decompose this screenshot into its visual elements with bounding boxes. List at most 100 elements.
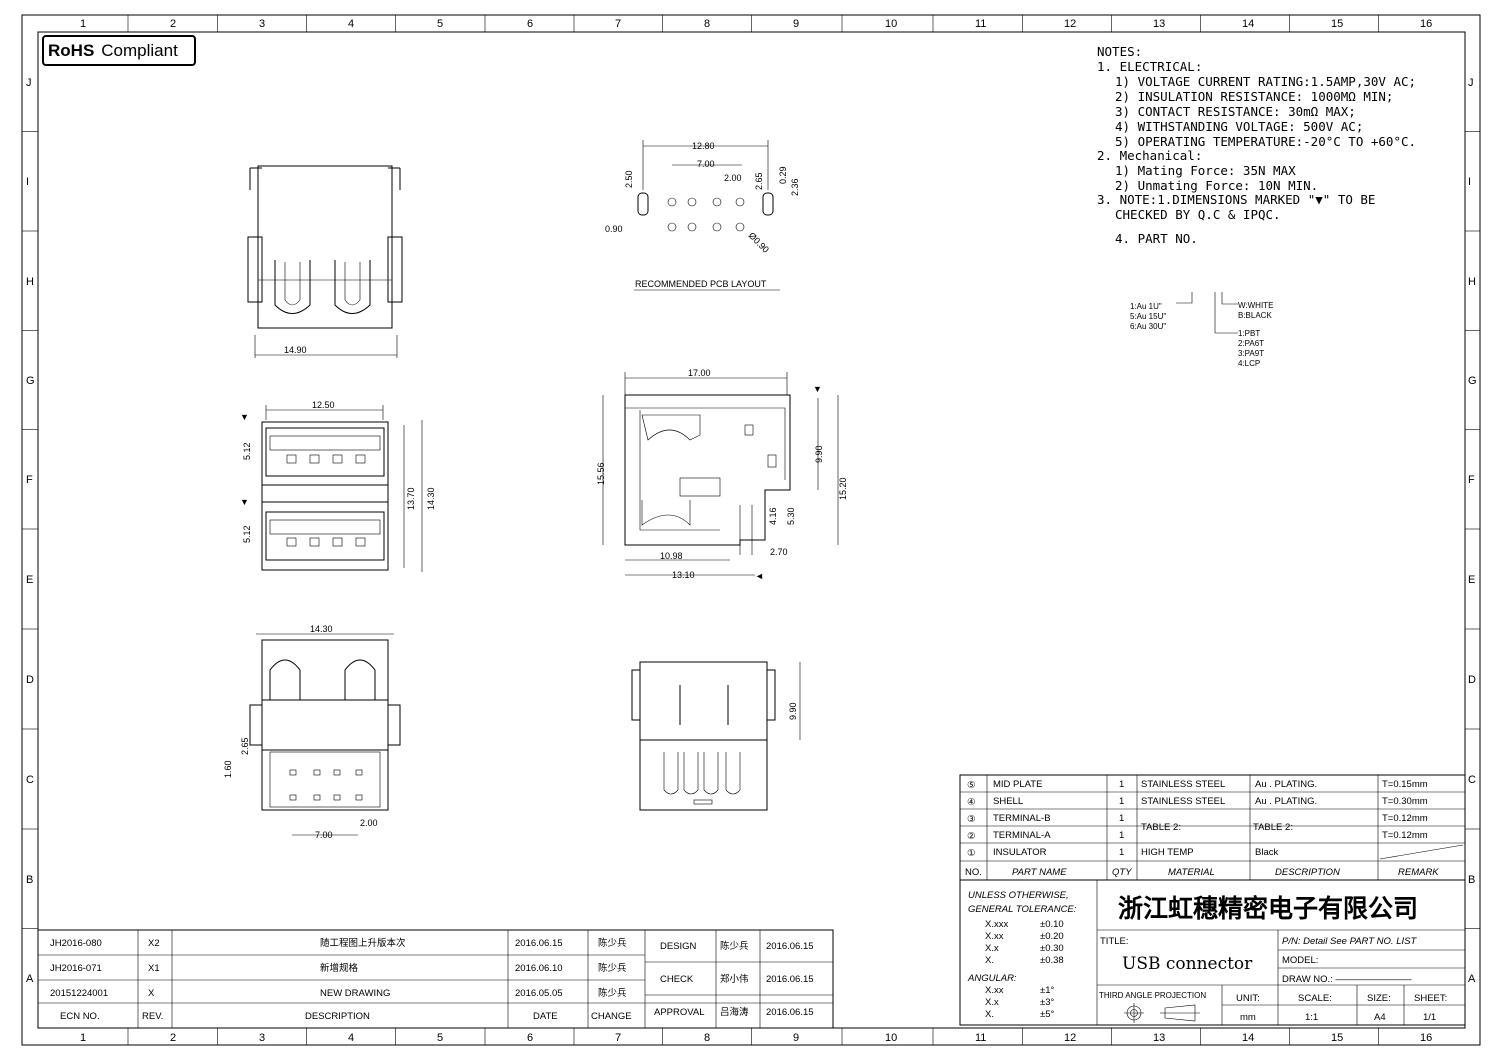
tolerance-value: ±0.38 <box>1040 955 1064 966</box>
part-number: P/N: Detail See PART NO. LIST <box>1282 936 1417 947</box>
tolerance-line2: GENERAL TOLERANCE: <box>968 904 1077 915</box>
terminal-lead <box>683 752 699 795</box>
grid-column-label: 6 <box>527 1032 533 1044</box>
dim-side-r3: 4.16 <box>768 507 778 525</box>
grid-row-label: I <box>1468 176 1471 188</box>
contact-pin <box>286 454 297 464</box>
bom-description: Black <box>1255 847 1278 858</box>
pcb-layout: 12.80 7.00 2.00 2.50 2.65 0.29 2.36 0.90… <box>605 140 800 291</box>
rev-header-ecn: ECN NO. <box>60 1011 100 1022</box>
angular-value: ±5° <box>1040 1009 1054 1020</box>
bom-qty: 1 <box>1119 847 1124 858</box>
grid-row-label: H <box>26 276 34 288</box>
note-1: 1. ELECTRICAL: <box>1097 59 1202 74</box>
grid-row-label: D <box>1468 674 1476 686</box>
contact-pin <box>355 769 363 776</box>
grid-marks: 1122334455667788991010111112121313141415… <box>22 15 1480 1045</box>
contact-pin <box>355 537 366 547</box>
note-3b: CHECKED BY Q.C & IPQC. <box>1115 207 1281 222</box>
dim-bottom-width: 14.30 <box>310 624 333 634</box>
terminal-lead <box>725 752 741 795</box>
compliant-label: Compliant <box>101 40 178 60</box>
grid-row-label: A <box>26 973 34 985</box>
bom-material: STAINLESS STEEL <box>1141 779 1225 790</box>
grid-column-label: 10 <box>885 18 897 30</box>
bom-header-material: MATERIAL <box>1168 867 1215 878</box>
rohs-label: RoHS <box>48 40 95 60</box>
grid-row-label: I <box>26 176 29 188</box>
contact-pin <box>286 537 297 547</box>
rev-header-rev: REV. <box>142 1011 163 1022</box>
dim-pcb-hole: Ø0.90 <box>747 230 771 254</box>
grid-column-label: 7 <box>615 1032 621 1044</box>
pcb-hole <box>735 222 745 232</box>
material-pa6t: 2:PA6T <box>1238 339 1264 348</box>
dim-side-r4: 5.30 <box>786 507 796 525</box>
bom-qty: 1 <box>1119 796 1124 807</box>
bom-item-number: ⑤ <box>967 780 976 791</box>
approval-role: CHECK <box>660 974 694 985</box>
dim-side-b1: 10.98 <box>660 551 683 561</box>
dim-pcb-d: 0.90 <box>605 224 623 234</box>
grid-column-label: 12 <box>1064 1032 1076 1044</box>
grid-column-label: 16 <box>1420 1032 1432 1044</box>
grid-column-label: 5 <box>437 18 443 30</box>
grid-row-label: J <box>26 77 32 89</box>
dim-port2: 5.12 <box>242 525 252 543</box>
grid-column-label: 10 <box>885 1032 897 1044</box>
tolerance-format: X.xx <box>985 931 1004 942</box>
grid-column-label: 4 <box>348 1032 354 1044</box>
draw-no: DRAW NO.: ———————— <box>1282 974 1412 985</box>
check-mark-triangle: ▼ <box>813 384 822 394</box>
bottom-view: 14.30 2.65 1.60 2.00 7.00 <box>223 624 401 840</box>
grid-column-label: 2 <box>170 1032 176 1044</box>
unit-label: UNIT: <box>1236 993 1260 1004</box>
note-1-1: 1) VOLTAGE CURRENT RATING:1.5AMP,30V AC; <box>1115 74 1416 89</box>
bom-header-remark: REMARK <box>1398 867 1439 878</box>
angular-format: X. <box>985 1009 994 1020</box>
grid-column-label: 1 <box>80 18 86 30</box>
drawing-title: USB connector <box>1122 954 1253 974</box>
dim-side-r1: 9.90 <box>814 445 824 463</box>
bom-part-name: TERMINAL-B <box>993 813 1051 824</box>
bom-part-name: TERMINAL-A <box>993 830 1051 841</box>
empty-cell-slash <box>1379 844 1464 860</box>
grid-column-label: 14 <box>1242 1032 1254 1044</box>
grid-row-label: E <box>1468 574 1475 586</box>
grid-column-label: 9 <box>793 18 799 30</box>
bom-part-name: MID PLATE <box>993 779 1042 790</box>
bom-material: TABLE 2: <box>1141 822 1181 833</box>
approval-date: 2016.06.15 <box>766 941 814 952</box>
notes: NOTES: 1. ELECTRICAL: 1) VOLTAGE CURRENT… <box>1097 44 1416 246</box>
bom-description: TABLE 2: <box>1253 822 1293 833</box>
tolerance-format: X. <box>985 955 994 966</box>
contact-pin <box>313 794 321 801</box>
bom-header-name: PART NAME <box>1012 867 1067 878</box>
note-1-2: 2) INSULATION RESISTANCE: 1000MΩ MIN; <box>1115 89 1393 104</box>
dim-bottom-pitch: 7.00 <box>315 830 333 840</box>
grid-column-label: 15 <box>1331 18 1343 30</box>
approval-name: 郑小伟 <box>720 973 749 985</box>
size-value: A4 <box>1374 1012 1386 1023</box>
outer-frame <box>21 14 1481 1046</box>
bom-header-description: DESCRIPTION <box>1275 867 1340 878</box>
grid-row-label: F <box>1468 474 1475 486</box>
title-block: UNLESS OTHERWISE, GENERAL TOLERANCE: X.x… <box>959 879 1466 1026</box>
pcb-hole <box>712 222 722 232</box>
material-pbt: 1:PBT <box>1238 329 1260 338</box>
dim-front-width: 12.50 <box>312 400 335 410</box>
grid-column-label: 5 <box>437 1032 443 1044</box>
notes-heading: NOTES: <box>1097 44 1142 59</box>
contact-pin <box>289 794 297 801</box>
grid-column-label: 13 <box>1153 1032 1165 1044</box>
note-1-5: 5) OPERATING TEMPERATURE:-20°C TO +60°C. <box>1115 134 1416 149</box>
bom-remark: T=0.30mm <box>1382 796 1428 807</box>
rev-changed-by: 陈少兵 <box>598 962 627 974</box>
dim-port1: 5.12 <box>242 442 252 460</box>
terminal-lead <box>703 752 719 795</box>
contact-pin <box>332 454 343 464</box>
angular-format: X.x <box>985 997 999 1008</box>
color-black: B:BLACK <box>1238 311 1272 320</box>
side-view: 17.00 15.56 9.90 15.20 4.16 5.30 10.98 2… <box>596 368 848 581</box>
grid-column-label: 4 <box>348 18 354 30</box>
